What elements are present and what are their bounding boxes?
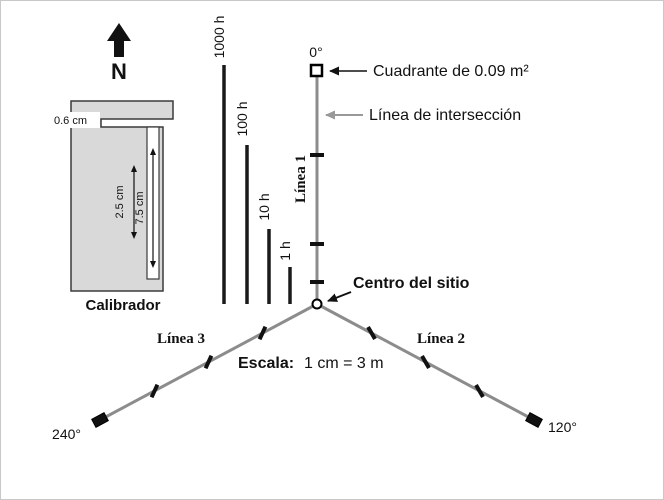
fuel-line-label-1000h: 1000 h xyxy=(211,16,227,59)
caliper-notch-large-label: 7.5 cm xyxy=(134,191,146,224)
caliper-title: Calibrador xyxy=(85,297,160,314)
quadrat-annotation-label: Cuadrante de 0.09 m² xyxy=(373,63,529,80)
caliper-notch-medium-label: 2.5 cm xyxy=(114,185,126,218)
line2-tick xyxy=(366,325,377,341)
site-center-label: Centro del sitio xyxy=(353,275,470,292)
azimuth-120-label: 120° xyxy=(548,419,577,435)
caliper-group: 0.6 cm 2.5 cm 7.5 cm Calibrador xyxy=(51,100,174,314)
fuel-line-label-1h: 1 h xyxy=(277,241,293,260)
transect-line-2: 120° Línea 2 xyxy=(316,302,577,435)
transect-line-3: 240° Línea 3 xyxy=(52,302,318,442)
north-indicator: N xyxy=(107,23,131,84)
line3-tick xyxy=(257,325,268,341)
line3-tick xyxy=(149,383,160,399)
fuel-timelag-lines: 1000 h 100 h 10 h 1 h xyxy=(211,16,293,304)
intersection-annotation-label: Línea de intersección xyxy=(369,107,521,124)
line2-label: Línea 2 xyxy=(417,331,465,347)
line3-label: Línea 3 xyxy=(157,331,205,347)
azimuth-240-label: 240° xyxy=(52,426,81,442)
scale-label: Escala: xyxy=(238,355,294,372)
annotation-quadrat: Cuadrante de 0.09 m² xyxy=(329,63,529,80)
arrowhead-down-icon xyxy=(150,261,156,268)
scale-note: Escala: 1 cm = 3 m xyxy=(238,355,384,372)
site-center-arrow-icon xyxy=(327,291,352,302)
measure-arrow-7-5 xyxy=(150,148,156,268)
arrowhead-down-icon xyxy=(131,232,137,239)
quadrat-marker-0 xyxy=(309,63,324,78)
arrowhead-up-icon xyxy=(150,148,156,155)
azimuth-0-label: 0° xyxy=(309,44,322,60)
arrowhead-up-icon xyxy=(131,165,137,172)
annotation-intersection: Línea de intersección xyxy=(325,107,521,124)
fuel-line-label-100h: 100 h xyxy=(234,101,250,136)
measure-arrow-2-5 xyxy=(131,165,137,239)
quadrat-marker-240 xyxy=(91,412,109,428)
caliper-slit-label-bg xyxy=(51,112,100,128)
north-label: N xyxy=(111,59,127,84)
site-center-marker xyxy=(311,298,323,310)
line2-tick xyxy=(420,354,431,370)
scale-value: 1 cm = 3 m xyxy=(304,355,384,372)
annotation-site-center: Centro del sitio xyxy=(327,275,470,302)
line1-label: Línea 1 xyxy=(293,155,309,203)
quadrat-marker-120 xyxy=(525,412,543,428)
fuel-line-label-10h: 10 h xyxy=(256,193,272,220)
caliper-slit-width-label: 0.6 cm xyxy=(54,115,87,127)
transect-line-1: 0° Línea 1 xyxy=(293,44,324,304)
line2-tick xyxy=(474,383,485,399)
north-arrow-icon xyxy=(107,23,131,57)
line3-tick xyxy=(203,354,214,370)
